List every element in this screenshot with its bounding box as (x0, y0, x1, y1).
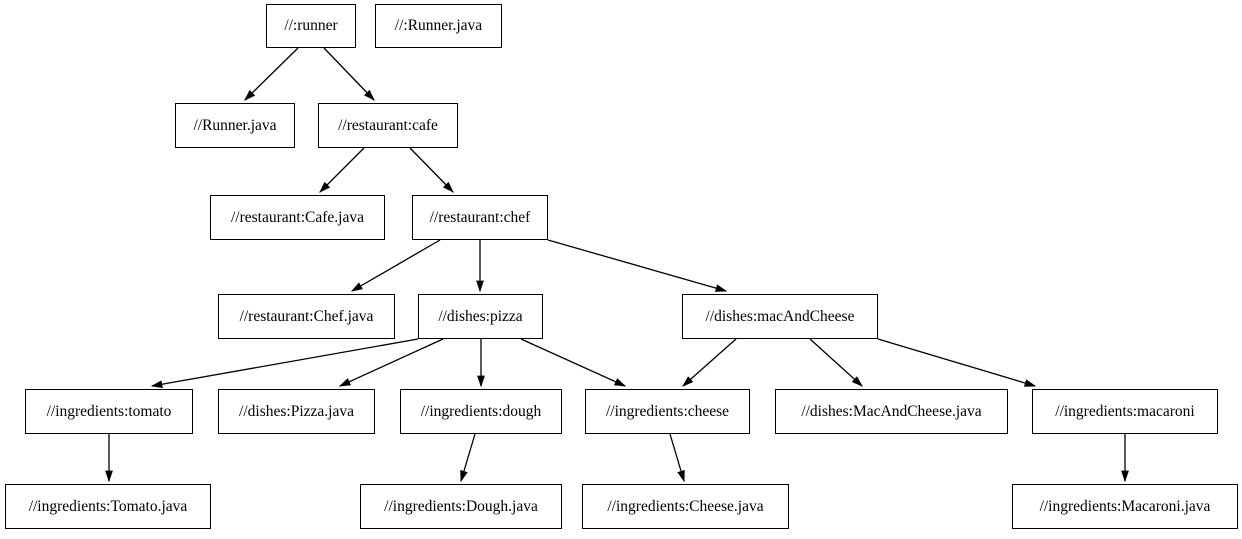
graph-node-label: //restaurant:Cafe.java (231, 208, 364, 226)
graph-node-restaurant_cafe_java[interactable]: //restaurant:Cafe.java (210, 195, 385, 240)
graph-node-label: //ingredients:Macaroni.java (1039, 497, 1211, 515)
graph-node-root_runner_java[interactable]: //:Runner.java (375, 4, 502, 48)
graph-node-restaurant_chef[interactable]: //restaurant:chef (412, 195, 548, 240)
graph-node-restaurant_cafe[interactable]: //restaurant:cafe (318, 103, 458, 148)
graph-node-label: //ingredients:macaroni (1055, 402, 1195, 420)
graph-node-dough_java[interactable]: //ingredients:Dough.java (360, 484, 562, 529)
graph-node-dishes_mac_java[interactable]: //dishes:MacAndCheese.java (775, 389, 1008, 434)
graph-node-dishes_macandcheese[interactable]: //dishes:macAndCheese (682, 294, 878, 339)
graph-node-ingredients_dough[interactable]: //ingredients:dough (400, 389, 562, 434)
graph-node-label: //ingredients:tomato (46, 402, 172, 420)
graph-node-label: //dishes:macAndCheese (705, 307, 855, 325)
graph-node-label: //:runner (284, 17, 338, 35)
graph-node-label: //ingredients:Dough.java (384, 497, 538, 515)
graph-node-restaurant_chef_java[interactable]: //restaurant:Chef.java (218, 294, 395, 339)
graph-node-runner_java[interactable]: //Runner.java (175, 103, 295, 148)
graph-node-ingredients_tomato[interactable]: //ingredients:tomato (25, 389, 193, 434)
graph-node-label: //ingredients:Tomato.java (28, 497, 188, 515)
graph-node-runner[interactable]: //:runner (266, 4, 356, 48)
graph-node-label: //ingredients:dough (420, 402, 542, 420)
graph-node-ingredients_cheese[interactable]: //ingredients:cheese (585, 389, 750, 434)
graph-node-label: //dishes:MacAndCheese.java (801, 402, 982, 420)
graph-node-tomato_java[interactable]: //ingredients:Tomato.java (5, 484, 211, 529)
graph-node-label: //ingredients:cheese (605, 402, 730, 420)
graph-node-label: //:Runner.java (394, 17, 483, 35)
graph-node-label: //Runner.java (193, 116, 277, 134)
graph-node-dishes_pizza_java[interactable]: //dishes:Pizza.java (218, 389, 375, 434)
graph-node-label: //dishes:Pizza.java (239, 402, 354, 420)
graph-node-label: //dishes:pizza (438, 307, 523, 325)
graph-node-cheese_java[interactable]: //ingredients:Cheese.java (582, 484, 789, 529)
graph-node-label: //restaurant:cafe (338, 116, 438, 134)
graph-node-label: //restaurant:Chef.java (239, 307, 374, 325)
graph-node-macaroni_java[interactable]: //ingredients:Macaroni.java (1012, 484, 1238, 529)
graph-node-label: //ingredients:Cheese.java (607, 497, 764, 515)
graph-node-dishes_pizza[interactable]: //dishes:pizza (418, 294, 543, 339)
graph-node-ingredients_macaroni[interactable]: //ingredients:macaroni (1032, 389, 1218, 434)
graph-node-label: //restaurant:chef (429, 208, 531, 226)
